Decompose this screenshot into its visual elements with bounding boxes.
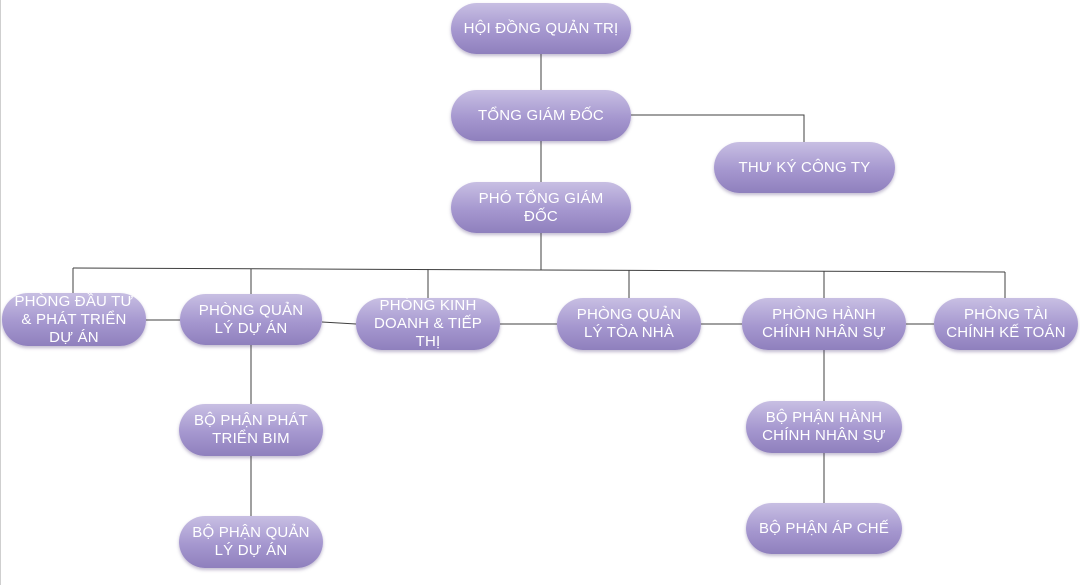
node-unit-admin-hr-label: BỘ PHẬN HÀNH CHÍNH NHÂN SỰ	[762, 409, 886, 444]
node-dept-investment: PHÒNG ĐẦU TƯ & PHÁT TRIỂN DỰ ÁN	[2, 293, 146, 346]
node-deputy-ceo: PHÓ TỔNG GIÁM ĐỐC	[451, 182, 631, 233]
node-board: HỘI ĐỒNG QUẢN TRỊ	[451, 3, 631, 54]
node-dept-finance-accounting: PHÒNG TÀI CHÍNH KẾ TOÁN	[934, 298, 1078, 350]
node-dept-project-mgmt: PHÒNG QUẢN LÝ DỰ ÁN	[180, 294, 322, 345]
node-board-label: HỘI ĐỒNG QUẢN TRỊ	[463, 19, 619, 37]
node-secretary: THƯ KÝ CÔNG TY	[714, 142, 895, 193]
node-unit-bim: BỘ PHẬN PHÁT TRIỂN BIM	[179, 404, 323, 456]
node-unit-fabrication: BỘ PHẬN ÁP CHẾ	[746, 503, 902, 554]
node-unit-admin-hr: BỘ PHẬN HÀNH CHÍNH NHÂN SỰ	[746, 401, 902, 453]
connector-ceo-secretary	[631, 114, 805, 142]
connector-side-2	[321, 321, 357, 325]
node-dept-building-mgmt: PHÒNG QUẢN LÝ TÒA NHÀ	[557, 298, 701, 350]
node-ceo: TỔNG GIÁM ĐỐC	[451, 90, 631, 141]
node-dept-finance-accounting-label: PHÒNG TÀI CHÍNH KẾ TOÁN	[946, 306, 1066, 341]
connector-bus	[72, 267, 1006, 273]
node-secretary-label: THƯ KÝ CÔNG TY	[738, 158, 871, 176]
node-dept-project-mgmt-label: PHÒNG QUẢN LÝ DỰ ÁN	[198, 301, 304, 337]
node-unit-project-mgmt: BỘ PHẬN QUẢN LÝ DỰ ÁN	[179, 516, 323, 568]
node-dept-admin-hr: PHÒNG HÀNH CHÍNH NHÂN SỰ	[742, 298, 906, 350]
node-dept-admin-hr-label: PHÒNG HÀNH CHÍNH NHÂN SỰ	[762, 306, 886, 341]
node-dept-investment-label: PHÒNG ĐẦU TƯ & PHÁT TRIỂN DỰ ÁN	[14, 292, 134, 346]
node-unit-fabrication-label: BỘ PHẬN ÁP CHẾ	[758, 519, 890, 537]
node-dept-sales-marketing-label: PHÒNG KINH DOANH & TIẾP THỊ	[374, 297, 482, 350]
node-unit-bim-label: BỘ PHẬN PHÁT TRIỂN BIM	[193, 412, 309, 447]
node-ceo-label: TỔNG GIÁM ĐỐC	[478, 106, 604, 124]
node-deputy-ceo-label: PHÓ TỔNG GIÁM ĐỐC	[478, 189, 604, 225]
frame-border	[0, 0, 1, 585]
node-dept-sales-marketing: PHÒNG KINH DOANH & TIẾP THỊ	[356, 297, 500, 350]
node-unit-project-mgmt-label: BỘ PHẬN QUẢN LÝ DỰ ÁN	[192, 524, 310, 559]
node-dept-building-mgmt-label: PHÒNG QUẢN LÝ TÒA NHÀ	[576, 306, 682, 341]
